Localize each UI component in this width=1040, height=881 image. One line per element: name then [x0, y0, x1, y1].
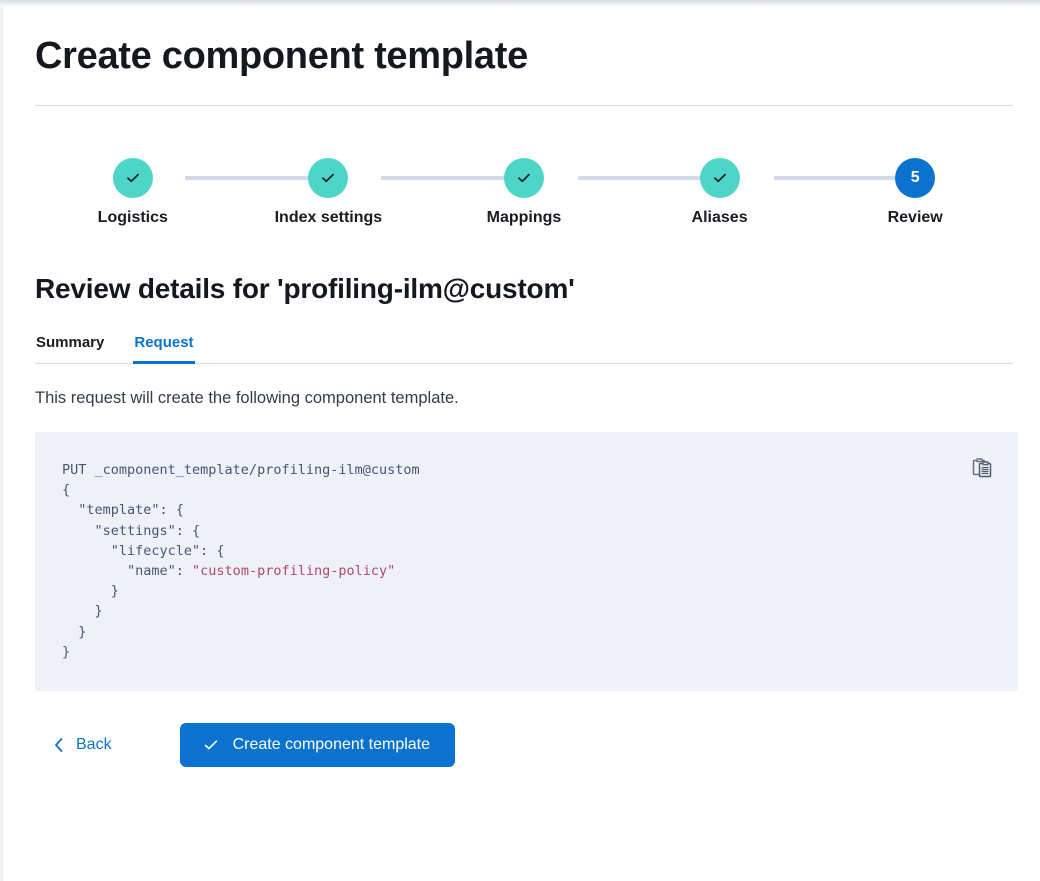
tab-summary[interactable]: Summary [35, 330, 105, 363]
create-component-template-button[interactable]: Create component template [179, 723, 456, 767]
stepper-step-label: Index settings [274, 209, 383, 226]
copy-clipboard-icon[interactable] [968, 454, 996, 482]
stepper-connector [185, 176, 332, 180]
page-title: Create component template [35, 35, 528, 77]
stepper-step-index-settings[interactable]: Index settings [231, 158, 427, 227]
stepper-step-label: Logistics [97, 209, 168, 226]
chevron-left-icon [52, 736, 66, 754]
request-policy-value: "custom-profiling-policy" [192, 563, 396, 580]
review-heading: Review details for 'profiling-ilm@custom… [35, 273, 575, 304]
check-icon [202, 736, 220, 754]
back-button[interactable]: Back [46, 728, 118, 762]
back-button-label: Back [76, 736, 112, 753]
request-code-text: PUT _component_template/profiling-ilm@cu… [62, 460, 994, 662]
tab-request[interactable]: Request [133, 330, 195, 364]
check-icon [711, 169, 729, 187]
stepper-step-aliases[interactable]: Aliases [622, 158, 818, 227]
page-body: Create component template [4, 7, 1040, 881]
stepper-step-label: Aliases [691, 209, 748, 226]
stepper-step-mappings[interactable]: Mappings [426, 158, 622, 227]
step-status-complete [699, 158, 740, 198]
stepper-step-logistics[interactable]: Logistics [35, 158, 231, 227]
step-status-complete [308, 158, 349, 198]
stepper-step-label: Review [887, 209, 943, 226]
wizard-footer: Back Create component template [35, 723, 1009, 767]
stepper-connector [774, 176, 921, 180]
step-status-complete [112, 158, 153, 198]
create-component-template-label: Create component template [232, 736, 431, 753]
request-description: This request will create the following c… [35, 389, 459, 407]
title-divider [35, 105, 1013, 106]
step-status-current: 5 [895, 158, 936, 198]
wizard-stepper: Logistics Index settings [35, 158, 1013, 254]
step-number: 5 [910, 169, 920, 186]
stepper-step-label: Mappings [486, 209, 562, 226]
stepper-connector [578, 176, 725, 180]
left-edge-strip [0, 6, 3, 881]
check-icon [515, 169, 533, 187]
check-icon [319, 169, 337, 187]
window-top-shadow [0, 0, 1040, 7]
step-status-complete [503, 158, 544, 198]
check-icon [124, 169, 142, 187]
review-tabs: Summary Request [35, 330, 1013, 364]
request-code-head: PUT _component_template/profiling-ilm@cu… [62, 462, 420, 580]
stepper-step-review[interactable]: 5 Review [817, 158, 1013, 227]
stepper-connector [381, 176, 528, 180]
request-code-block: PUT _component_template/profiling-ilm@cu… [35, 432, 1018, 691]
request-code-tail: } } } } [62, 583, 119, 660]
